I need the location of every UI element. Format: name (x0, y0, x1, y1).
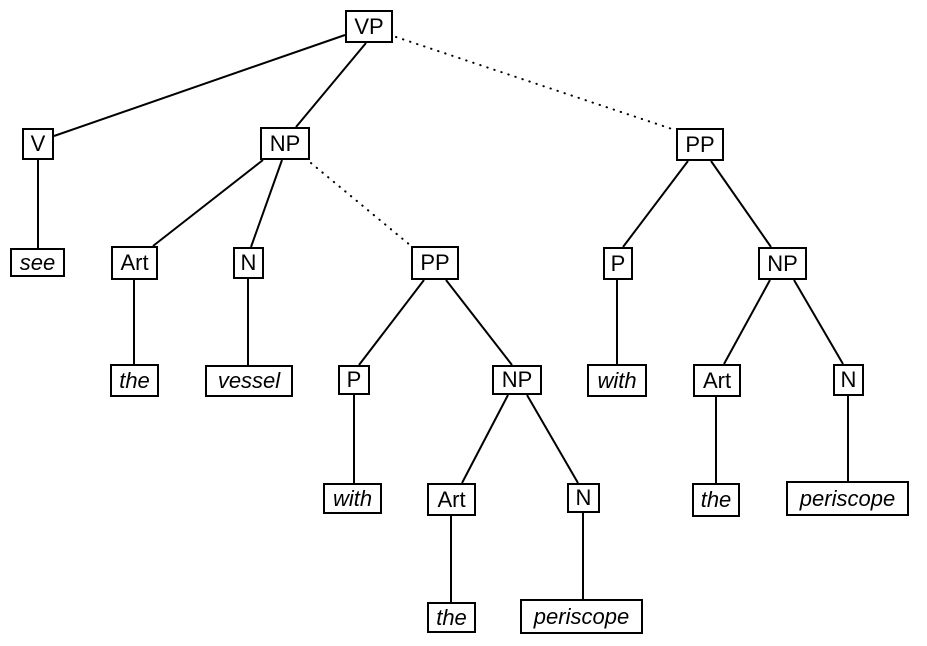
node-v: V (22, 128, 54, 160)
edge-vp-v (53, 34, 346, 137)
node-art-object: Art (111, 246, 158, 280)
word-periscope-right: periscope (786, 481, 909, 516)
node-pp-vp-attach: PP (676, 128, 724, 161)
edge-npmid-art (461, 394, 509, 484)
edge-np-pp-dotted (310, 162, 411, 246)
edge-ppmid-np (445, 279, 513, 366)
word-with-right: with (587, 364, 647, 397)
edge-npright-art (723, 279, 771, 365)
node-np-object: NP (260, 127, 310, 160)
edge-npright-n (793, 279, 844, 365)
word-the-object: the (110, 364, 159, 397)
node-np-mid: NP (492, 365, 542, 395)
node-n-right: N (833, 364, 864, 396)
node-p-right: P (603, 247, 633, 280)
edge-np-n (250, 159, 283, 248)
word-periscope-mid: periscope (520, 599, 643, 634)
word-vessel: vessel (205, 365, 293, 397)
word-see: see (10, 248, 65, 277)
edge-vp-np (295, 42, 367, 128)
edge-ppmid-p (358, 279, 425, 366)
edge-ppright-p (622, 160, 689, 248)
word-the-right: the (692, 483, 740, 517)
node-art-mid: Art (427, 483, 476, 516)
edge-np-art (152, 159, 264, 247)
word-the-mid: the (427, 602, 476, 633)
node-art-right: Art (693, 364, 741, 397)
node-n-mid: N (567, 483, 600, 513)
edge-vp-pp-dotted (395, 36, 676, 131)
node-vp: VP (345, 10, 393, 43)
node-n-object: N (233, 247, 264, 279)
node-np-right: NP (758, 247, 807, 280)
node-pp-np-attach: PP (411, 246, 459, 280)
node-p-mid: P (338, 365, 370, 395)
edge-npmid-n (526, 394, 579, 484)
word-with-mid: with (323, 483, 382, 514)
edge-ppright-np (710, 160, 772, 248)
